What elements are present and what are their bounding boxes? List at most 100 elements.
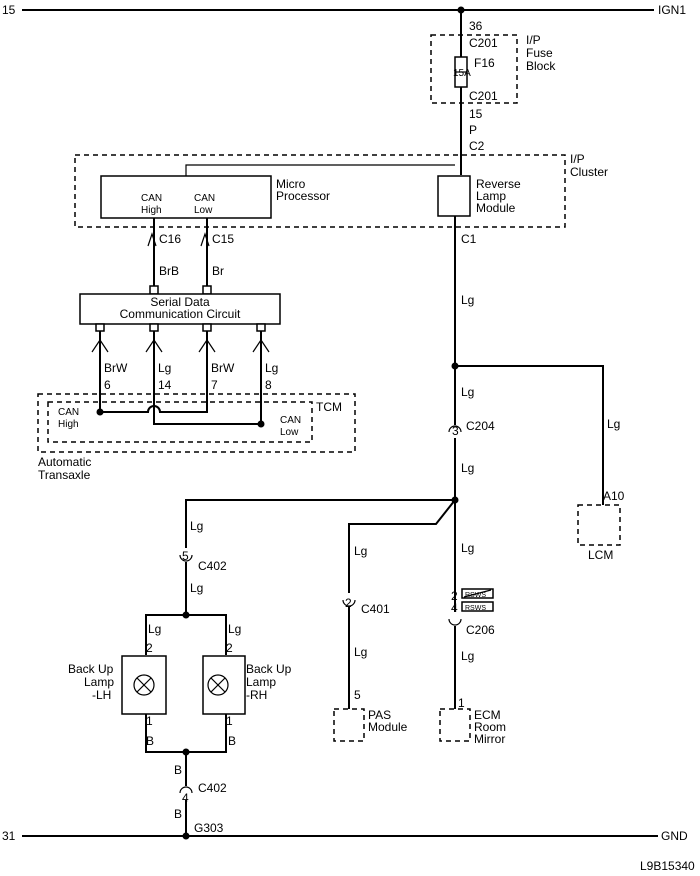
cluster-title-1: I/P xyxy=(570,152,585,166)
tcm-can-high-2: High xyxy=(58,419,79,430)
left-wire-2: Lg xyxy=(190,581,203,595)
transaxle-label-2: Transaxle xyxy=(38,468,91,482)
pas-wire-1: Lg xyxy=(354,544,367,558)
wire-brb: BrB xyxy=(159,264,179,278)
rsws-tag-1: RSWS xyxy=(465,592,486,599)
ecm-label-3: Mirror xyxy=(474,732,505,746)
pas-label-2: Module xyxy=(368,720,408,734)
lcm-label: LCM xyxy=(588,548,613,562)
lcm-module: LCM xyxy=(577,504,621,562)
tcm-can-low-1: CAN xyxy=(280,415,301,426)
ground-rail: 31 GND xyxy=(2,829,688,843)
lh-pin-bot: 1 xyxy=(146,714,153,728)
pas-label-1: PAS xyxy=(368,708,391,722)
c402-bot-pin: 4 xyxy=(182,791,189,805)
fuse-pin-out: 15 xyxy=(469,107,483,121)
cluster-conn-c15: C15 xyxy=(212,232,234,246)
rh-pin-top: 2 xyxy=(226,641,233,655)
tcm-pin-4: 8 xyxy=(265,378,272,392)
backup-lamp-lh: Lg 2 Back Up Lamp -LH 1 B xyxy=(68,622,186,753)
c206-conn: C206 xyxy=(466,623,495,637)
fuse-rating: 15A xyxy=(453,68,471,79)
c204-pin: 3 xyxy=(452,424,459,438)
tcm-pin-1: 6 xyxy=(104,378,111,392)
ground-wire-2: B xyxy=(174,807,182,821)
ground-path: B 4 C402 B G303 xyxy=(174,748,227,836)
lh-wire-bot: B xyxy=(146,734,154,748)
fuse-title-3: Block xyxy=(526,59,556,73)
fuse-name: F16 xyxy=(474,56,495,70)
rh-wire-top: Lg xyxy=(228,622,241,636)
rh-pin-bot: 1 xyxy=(226,714,233,728)
fuse-conn-out: C201 xyxy=(469,89,498,103)
c401-pin: 2 xyxy=(345,596,352,610)
pas-branch: Lg 2 C401 Lg 5 PAS Module xyxy=(333,544,408,742)
rh-label-3: -RH xyxy=(246,688,267,702)
rev-label-1: Reverse xyxy=(476,177,521,191)
tcm-title: TCM xyxy=(316,400,342,414)
left-wire-1: Lg xyxy=(190,519,203,533)
lcm-conn-a10: A10 xyxy=(603,489,625,503)
ecm-wire-2: Lg xyxy=(461,649,474,663)
c206-pin-top: 2 xyxy=(451,589,458,603)
tcm-can-low-2: Low xyxy=(280,427,299,438)
main-trunk: Lg Lg 3 C204 Lg Lg A10 xyxy=(448,216,625,505)
rh-wire-bot: B xyxy=(228,734,236,748)
c204-conn: C204 xyxy=(466,419,495,433)
fuse-conn-in: C201 xyxy=(469,36,498,50)
tcm-wires: BrW 6 Lg 14 BrW 7 Lg 8 xyxy=(91,331,278,428)
rsws-tag-2: RSWS xyxy=(465,605,486,612)
lcm-wire: Lg xyxy=(607,417,620,431)
main-wire-c1: Lg xyxy=(461,293,474,307)
rail-label-15: 15 xyxy=(2,3,16,17)
tcm-wire-1: BrW xyxy=(104,361,128,375)
tcm-wire-4: Lg xyxy=(265,361,278,375)
micro-processor-box xyxy=(100,175,272,219)
power-rail: 15 IGN1 xyxy=(2,3,686,17)
lh-label-2: Lamp xyxy=(84,675,114,689)
cluster-conn-c1: C1 xyxy=(461,232,477,246)
ground-wire-1: B xyxy=(174,763,182,777)
can-low-label-2: Low xyxy=(194,205,213,216)
rh-label-2: Lamp xyxy=(246,675,276,689)
reverse-lamp-module-box xyxy=(437,175,471,217)
rev-label-2: Lamp xyxy=(476,189,506,203)
can-high-label-1: CAN xyxy=(141,193,162,204)
tcm-wire-3: BrW xyxy=(211,361,235,375)
lh-wire-top: Lg xyxy=(148,622,161,636)
lh-pin-top: 2 xyxy=(146,641,153,655)
cluster-conn-c2: C2 xyxy=(469,139,485,153)
can-high-label-2: High xyxy=(141,205,162,216)
wire-br: Br xyxy=(212,264,224,278)
tcm-pin-3: 7 xyxy=(211,378,218,392)
main-wire-b: Lg xyxy=(461,461,474,475)
main-wire-a: Lg xyxy=(461,385,474,399)
rev-label-3: Module xyxy=(476,201,516,215)
backup-lamp-rh: Lg 2 Back Up Lamp -RH 1 B xyxy=(186,622,292,753)
pas-pin: 5 xyxy=(354,688,361,702)
ecm-label-2: Room xyxy=(474,720,506,734)
tcm-module: TCM CAN High CAN Low Automatic Transaxle xyxy=(37,393,356,482)
ecm-label-1: ECM xyxy=(474,708,501,722)
branch-split xyxy=(185,496,459,612)
micro-label-2: Processor xyxy=(276,189,330,203)
c402-bot-conn: C402 xyxy=(198,781,227,795)
transaxle-label-1: Automatic xyxy=(38,455,91,469)
ecm-branch: Lg 2 4 RSWS RSWS C206 Lg 1 ECM Room Mirr… xyxy=(439,541,506,746)
rail-label-ign1: IGN1 xyxy=(658,3,686,17)
tcm-can-high-1: CAN xyxy=(58,407,79,418)
fuse-block: 36 C201 F16 15A C201 I/P Fuse Block 15 P xyxy=(430,10,556,175)
ecm-wire-1: Lg xyxy=(461,541,474,555)
diagram-id: L9B15340 xyxy=(640,859,695,873)
tcm-pin-2: 14 xyxy=(158,378,172,392)
tcm-wire-2: Lg xyxy=(158,361,171,375)
fuse-pin-in: 36 xyxy=(469,19,483,33)
lh-label-1: Back Up xyxy=(68,662,114,676)
c206-pin-bot: 4 xyxy=(451,601,458,615)
ip-cluster: C2 I/P Cluster Micro Processor CAN High … xyxy=(74,139,608,246)
ecm-pin: 1 xyxy=(458,696,465,710)
rail-label-gnd: GND xyxy=(661,829,688,843)
can-low-label-1: CAN xyxy=(194,193,215,204)
cluster-title-2: Cluster xyxy=(570,165,608,179)
micro-label-1: Micro xyxy=(276,177,306,191)
